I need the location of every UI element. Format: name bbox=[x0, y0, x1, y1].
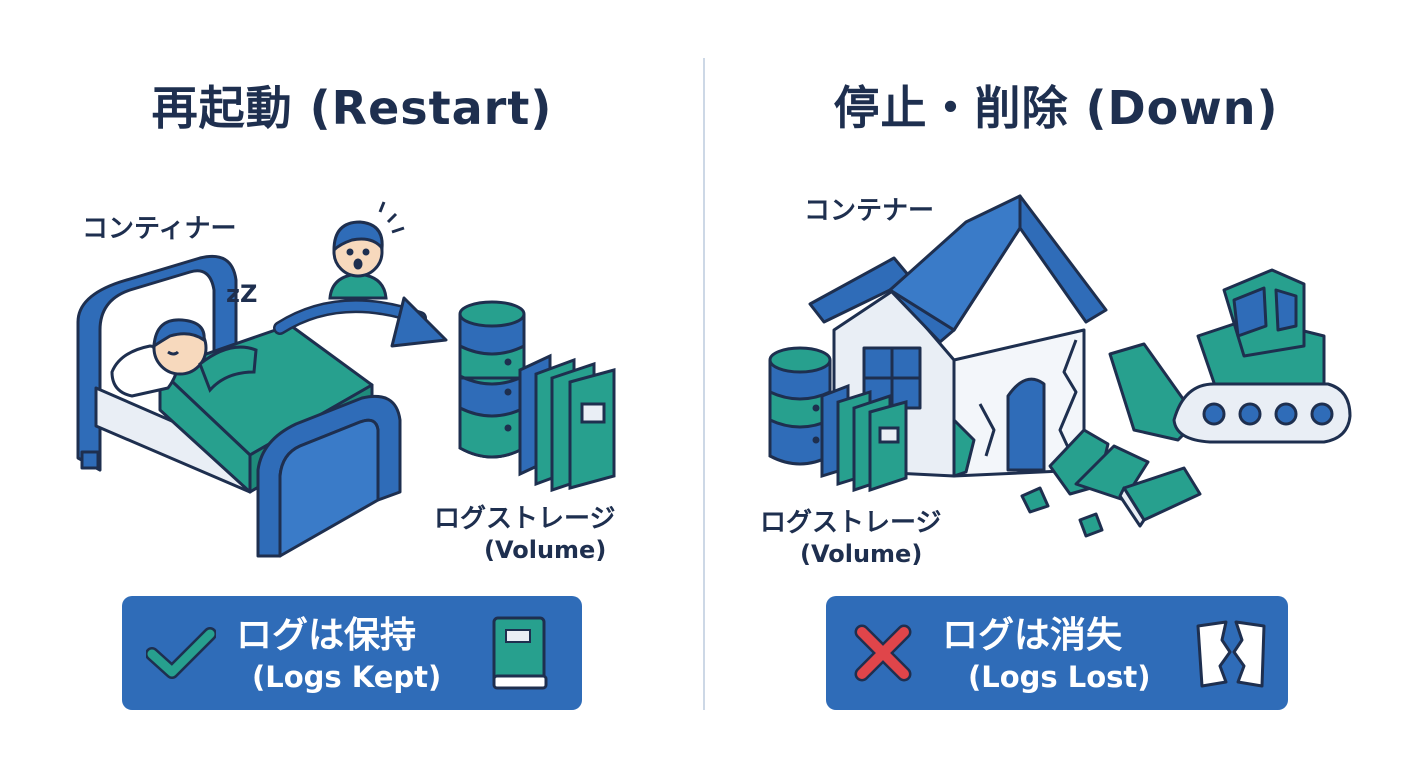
sleep-zz-text: zZ bbox=[226, 280, 257, 308]
down-container-label: コンテナー bbox=[804, 196, 935, 226]
restart-title: 再起動 (Restart) bbox=[151, 81, 553, 135]
logs-kept-title: ログは保持 bbox=[236, 615, 417, 656]
logs-lost-subtitle: (Logs Lost) bbox=[968, 660, 1151, 694]
restart-storage-sublabel: (Volume) bbox=[484, 536, 607, 564]
book-icon bbox=[492, 616, 548, 690]
panel-divider bbox=[703, 58, 705, 710]
database-icon bbox=[768, 346, 832, 466]
rubble-icon bbox=[1020, 428, 1202, 538]
waking-person-icon bbox=[328, 201, 405, 300]
restart-storage-label: ログストレージ bbox=[434, 504, 616, 534]
cross-icon bbox=[854, 624, 912, 682]
logs-kept-banner: ログは保持 (Logs Kept) bbox=[122, 596, 582, 710]
torn-page-icon bbox=[1196, 620, 1266, 688]
curved-arrow-icon bbox=[273, 296, 448, 348]
checkmark-icon bbox=[146, 627, 216, 679]
down-illustration bbox=[768, 194, 1352, 538]
down-panel: 停止・削除 (Down) bbox=[704, 0, 1408, 768]
bulldozer-icon bbox=[1108, 268, 1352, 444]
house-icon bbox=[808, 194, 1108, 478]
restart-panel: 再起動 (Restart) zZ bbox=[76, 81, 616, 710]
down-storage-sublabel: (Volume) bbox=[800, 540, 923, 568]
logs-lost-banner: ログは消失 (Logs Lost) bbox=[826, 596, 1288, 710]
books-icon bbox=[820, 383, 908, 493]
restart-container-label: コンティナー bbox=[82, 214, 237, 244]
down-title: 停止・削除 (Down) bbox=[833, 81, 1279, 135]
database-icon bbox=[458, 300, 526, 459]
down-storage-label: ログストレージ bbox=[760, 508, 942, 538]
logs-lost-title: ログは消失 bbox=[942, 615, 1123, 656]
sleeping-person-icon bbox=[152, 318, 258, 393]
restart-illustration: zZ bbox=[76, 201, 616, 558]
logs-kept-subtitle: (Logs Kept) bbox=[252, 660, 442, 694]
books-icon bbox=[518, 353, 616, 493]
